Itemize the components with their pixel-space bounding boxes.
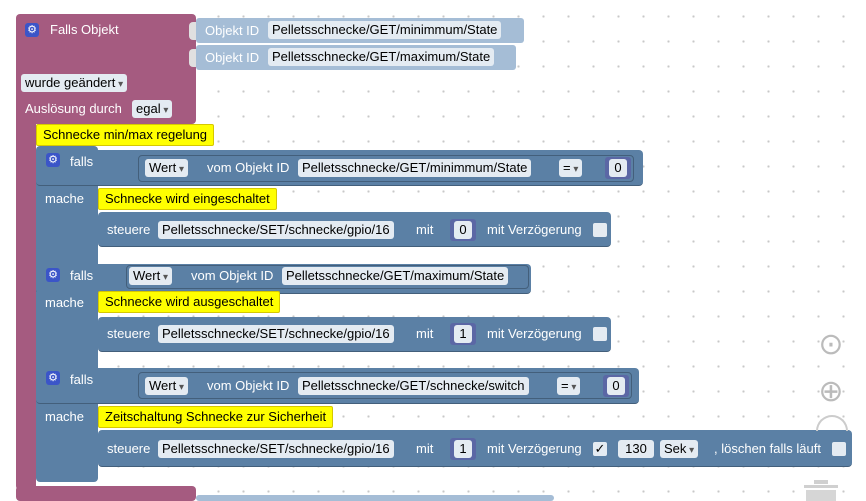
number-block-value-2: 1 [450,323,476,345]
delay-value-field[interactable]: 130 [618,440,654,458]
if-label-2: falls [70,268,94,283]
compare-value-1[interactable]: 0 [609,159,627,177]
if-block-3-body [36,404,98,470]
value-dropdown-2[interactable]: Wert [129,267,173,285]
control-label-3: steuere [107,441,151,456]
if-label-1: falls [70,154,94,169]
trigger-label: Auslösung durch [25,101,122,116]
number-block-value-3: 1 [450,438,476,460]
if-block-2-footer [36,352,98,364]
from-object-label-3: vom Objekt ID [207,378,290,393]
operator-dropdown-1[interactable]: = [559,159,583,177]
minus-icon[interactable] [816,415,848,431]
delay-checkbox-1[interactable] [593,223,607,237]
with-label-2: mit [416,326,434,341]
do-label-3: mache [45,409,85,424]
event-block-footer [16,486,196,501]
next-event-block-edge [196,495,554,501]
delay-checkbox-3[interactable]: ✓ [593,441,607,456]
number-block-3: 0 [603,375,629,397]
gear-icon[interactable]: ⚙ [46,153,60,167]
crosshair-icon[interactable]: ⊙ [818,328,844,361]
gear-icon[interactable]: ⚙ [25,23,39,37]
from-object-label-1: vom Objekt ID [207,160,290,175]
from-object-label-2: vom Objekt ID [191,268,274,283]
target-field-3[interactable]: Pelletsschnecke/SET/schnecke/gpio/16 [158,440,394,458]
if-label-3: falls [70,372,94,387]
trigger-prefix-2: Objekt ID [205,50,260,65]
input-socket-2 [189,49,196,67]
comment-block-1[interactable]: Schnecke wird eingeschaltet [98,188,277,210]
trash-icon[interactable] [800,480,842,501]
number-block-1: 0 [605,157,631,179]
number-block-value-1: 0 [450,219,476,241]
trigger-title: Falls Objekt [50,22,119,37]
gear-icon[interactable]: ⚙ [46,268,60,282]
if-block-1-body [36,186,98,250]
value-dropdown-3[interactable]: Wert [145,377,189,395]
set-value-3[interactable]: 1 [454,440,472,458]
set-value-1[interactable]: 0 [454,221,472,239]
compare-value-3[interactable]: 0 [607,377,625,395]
if-block-1-footer [36,248,98,260]
gear-icon[interactable]: ⚙ [46,371,60,385]
target-field-1[interactable]: Pelletsschnecke/SET/schnecke/gpio/16 [158,221,394,239]
set-value-2[interactable]: 1 [454,325,472,343]
do-label-2: mache [45,295,85,310]
main-comment[interactable]: Schnecke min/max regelung [36,124,215,146]
object-field-1[interactable]: Pelletsschnecke/GET/minimmum/State [298,159,532,177]
operator-dropdown-3[interactable]: = [557,377,581,395]
trigger-dropdown[interactable]: egal [132,100,173,118]
event-block-spine [16,100,36,490]
trigger-object-field-2[interactable]: Pelletsschnecke/GET/maximum/State [268,48,495,66]
trigger-object-field-1[interactable]: Pelletsschnecke/GET/minimmum/State [268,21,502,39]
trigger-prefix-1: Objekt ID [205,23,260,38]
input-socket-1 [189,22,196,40]
event-dropdown[interactable]: wurde geändert [21,74,128,92]
comment-block-3[interactable]: Zeitschaltung Schnecke zur Sicherheit [98,406,334,428]
comment-block-2[interactable]: Schnecke wird ausgeschaltet [98,291,281,313]
delay-checkbox-2[interactable] [593,327,607,341]
with-label-1: mit [416,222,434,237]
delay-label-3: mit Verzögerung [487,441,582,456]
control-label-1: steuere [107,222,151,237]
target-field-2[interactable]: Pelletsschnecke/SET/schnecke/gpio/16 [158,325,394,343]
control-label-2: steuere [107,326,151,341]
delay-label-2: mit Verzögerung [487,326,582,341]
with-label-3: mit [416,441,434,456]
unit-dropdown[interactable]: Sek [660,440,699,458]
clear-checkbox[interactable] [832,442,846,456]
if-block-3-footer [36,467,98,481]
plus-icon[interactable]: ⊕ [818,375,844,408]
object-field-2[interactable]: Pelletsschnecke/GET/maximum/State [282,267,509,285]
value-dropdown-1[interactable]: Wert [145,159,189,177]
object-field-3[interactable]: Pelletsschnecke/GET/schnecke/switch [298,377,529,395]
delay-label-1: mit Verzögerung [487,222,582,237]
if-block-2-body [36,290,98,356]
do-label-1: mache [45,191,85,206]
clear-label: , löschen falls läuft [714,441,821,456]
